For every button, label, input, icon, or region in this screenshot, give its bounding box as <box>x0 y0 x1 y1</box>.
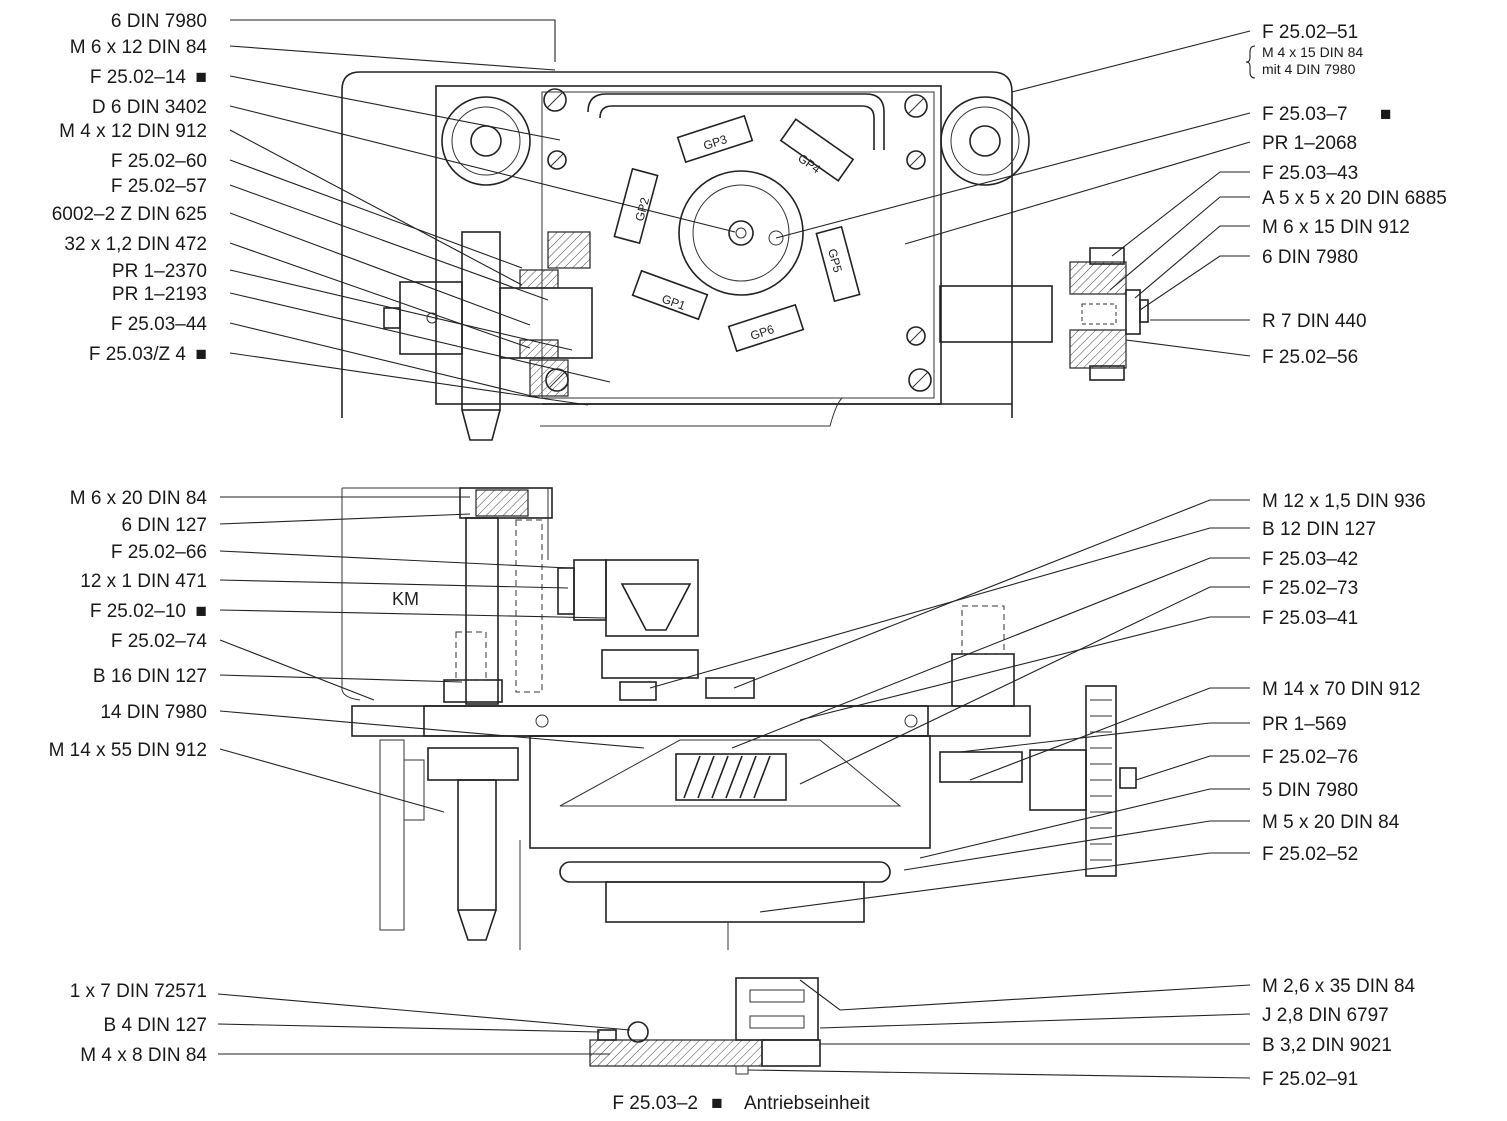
label-f-25-02-66: F 25.02–66 <box>111 542 207 563</box>
label-b12-din-127: B 12 DIN 127 <box>1262 519 1376 540</box>
labels-bottom: 1 x 7 DIN 72571 B 4 DIN 127 M 4 x 8 DIN … <box>70 976 1416 1090</box>
top-view: GP1 GP2 GP3 GP4 GP5 GP6 <box>341 71 1149 441</box>
label-m6x15-din-912: M 6 x 15 DIN 912 <box>1262 217 1410 238</box>
label-pr-1-2193: PR 1–2193 <box>112 284 207 305</box>
label-r7-din-440: R 7 DIN 440 <box>1262 311 1367 332</box>
label-f-25-03-7: F 25.03–7 <box>1262 104 1348 125</box>
label-m2-6x35-din-84: M 2,6 x 35 DIN 84 <box>1262 976 1416 997</box>
label-f-25-03-42: F 25.03–42 <box>1262 549 1358 570</box>
label-j2-8-din-6797: J 2,8 DIN 6797 <box>1262 1005 1389 1026</box>
label-m4x8-din-84: M 4 x 8 DIN 84 <box>80 1045 207 1066</box>
label-d6-din-3402: D 6 DIN 3402 <box>92 97 207 118</box>
label-pr-1-2370: PR 1–2370 <box>112 261 207 282</box>
label-f-25-03-41: F 25.03–41 <box>1262 608 1358 629</box>
label-f-25-03-z4: F 25.03/Z 4 <box>89 344 187 365</box>
label-m6x20-din-84: M 6 x 20 DIN 84 <box>70 488 208 509</box>
label-m4x15-din-84: M 4 x 15 DIN 84 <box>1262 44 1363 60</box>
marker-square-icon: ■ <box>196 601 207 622</box>
label-f-25-02-60: F 25.02–60 <box>111 151 207 172</box>
label-1x7-din-72571: 1 x 7 DIN 72571 <box>70 981 207 1002</box>
leader-lines <box>217 19 1256 1079</box>
label-f-25-02-74: F 25.02–74 <box>111 631 208 652</box>
label-f-25-03-44: F 25.03–44 <box>111 314 208 335</box>
label-f-25-02-91: F 25.02–91 <box>1262 1069 1358 1090</box>
label-f-25-02-57: F 25.02–57 <box>111 176 207 197</box>
label-m6x12-din-84: M 6 x 12 DIN 84 <box>70 37 208 58</box>
label-f-25-02-10: F 25.02–10 <box>90 601 186 622</box>
label-f-25-03-43: F 25.03–43 <box>1262 163 1358 184</box>
marker-square-icon: ■ <box>1380 104 1391 125</box>
labels-mid-right: M 12 x 1,5 DIN 936 B 12 DIN 127 F 25.03–… <box>1262 491 1426 865</box>
side-view: KM <box>341 487 1137 950</box>
label-pr-1-2068: PR 1–2068 <box>1262 133 1357 154</box>
marker-square-icon: ■ <box>196 344 207 365</box>
label-m14x70-din-912: M 14 x 70 DIN 912 <box>1262 679 1420 700</box>
marker-square-icon: ■ <box>711 1093 722 1114</box>
label-b16-din-127: B 16 DIN 127 <box>93 666 207 687</box>
label-f-25-02-52: F 25.02–52 <box>1262 844 1358 865</box>
label-f-25-02-51: F 25.02–51 <box>1262 22 1358 43</box>
label-6-din-7980-a: 6 DIN 7980 <box>111 11 207 32</box>
labels-mid-left: M 6 x 20 DIN 84 6 DIN 127 F 25.02–66 12 … <box>49 488 208 761</box>
gear-teeth <box>1090 699 1112 861</box>
labels-top-right: F 25.02–51 M 4 x 15 DIN 84 mit 4 DIN 798… <box>1262 22 1447 368</box>
label-mit-4-din-7980: mit 4 DIN 7980 <box>1262 61 1356 77</box>
label-14-din-7980: 14 DIN 7980 <box>100 702 207 723</box>
label-m14x55-din-912: M 14 x 55 DIN 912 <box>49 740 207 761</box>
label-6002-2z-din-625: 6002–2 Z DIN 625 <box>52 204 207 225</box>
switch-label-gp4: GP4 <box>795 151 823 176</box>
label-f-25-02-56: F 25.02–56 <box>1262 347 1358 368</box>
label-32x1-2-din-472: 32 x 1,2 DIN 472 <box>64 234 207 255</box>
label-b3-2-din-9021: B 3,2 DIN 9021 <box>1262 1035 1392 1056</box>
label-m5x20-din-84: M 5 x 20 DIN 84 <box>1262 812 1400 833</box>
label-f-25-02-76: F 25.02–76 <box>1262 747 1358 768</box>
label-f-25-02-73: F 25.02–73 <box>1262 578 1358 599</box>
worm-thread <box>683 755 771 799</box>
label-m4x12-din-912: M 4 x 12 DIN 912 <box>59 121 207 142</box>
label-6-din-7980-b: 6 DIN 7980 <box>1262 247 1358 268</box>
caption-part-number: F 25.03–2 <box>612 1093 698 1114</box>
marker-square-icon: ■ <box>196 67 207 88</box>
label-f-25-02-14: F 25.02–14 <box>90 67 187 88</box>
label-a5x5x20-din-6885: A 5 x 5 x 20 DIN 6885 <box>1262 188 1447 209</box>
label-pr-1-569: PR 1–569 <box>1262 714 1347 735</box>
labels-top-left: 6 DIN 7980 M 6 x 12 DIN 84 F 25.02–14 ■ … <box>52 11 208 365</box>
caption: F 25.03–2 ■ Antriebseinheit <box>612 1093 870 1114</box>
label-m12x1-5-din-936: M 12 x 1,5 DIN 936 <box>1262 491 1426 512</box>
switch-label-gp5: GP5 <box>825 247 845 274</box>
bottom-view <box>589 977 821 1075</box>
label-12x1-din-471: 12 x 1 DIN 471 <box>80 571 207 592</box>
housing-label: KM <box>392 589 419 609</box>
caption-title: Antriebseinheit <box>744 1093 870 1114</box>
label-6-din-127: 6 DIN 127 <box>121 515 207 536</box>
label-b4-din-127: B 4 DIN 127 <box>104 1015 208 1036</box>
label-5-din-7980: 5 DIN 7980 <box>1262 780 1358 801</box>
